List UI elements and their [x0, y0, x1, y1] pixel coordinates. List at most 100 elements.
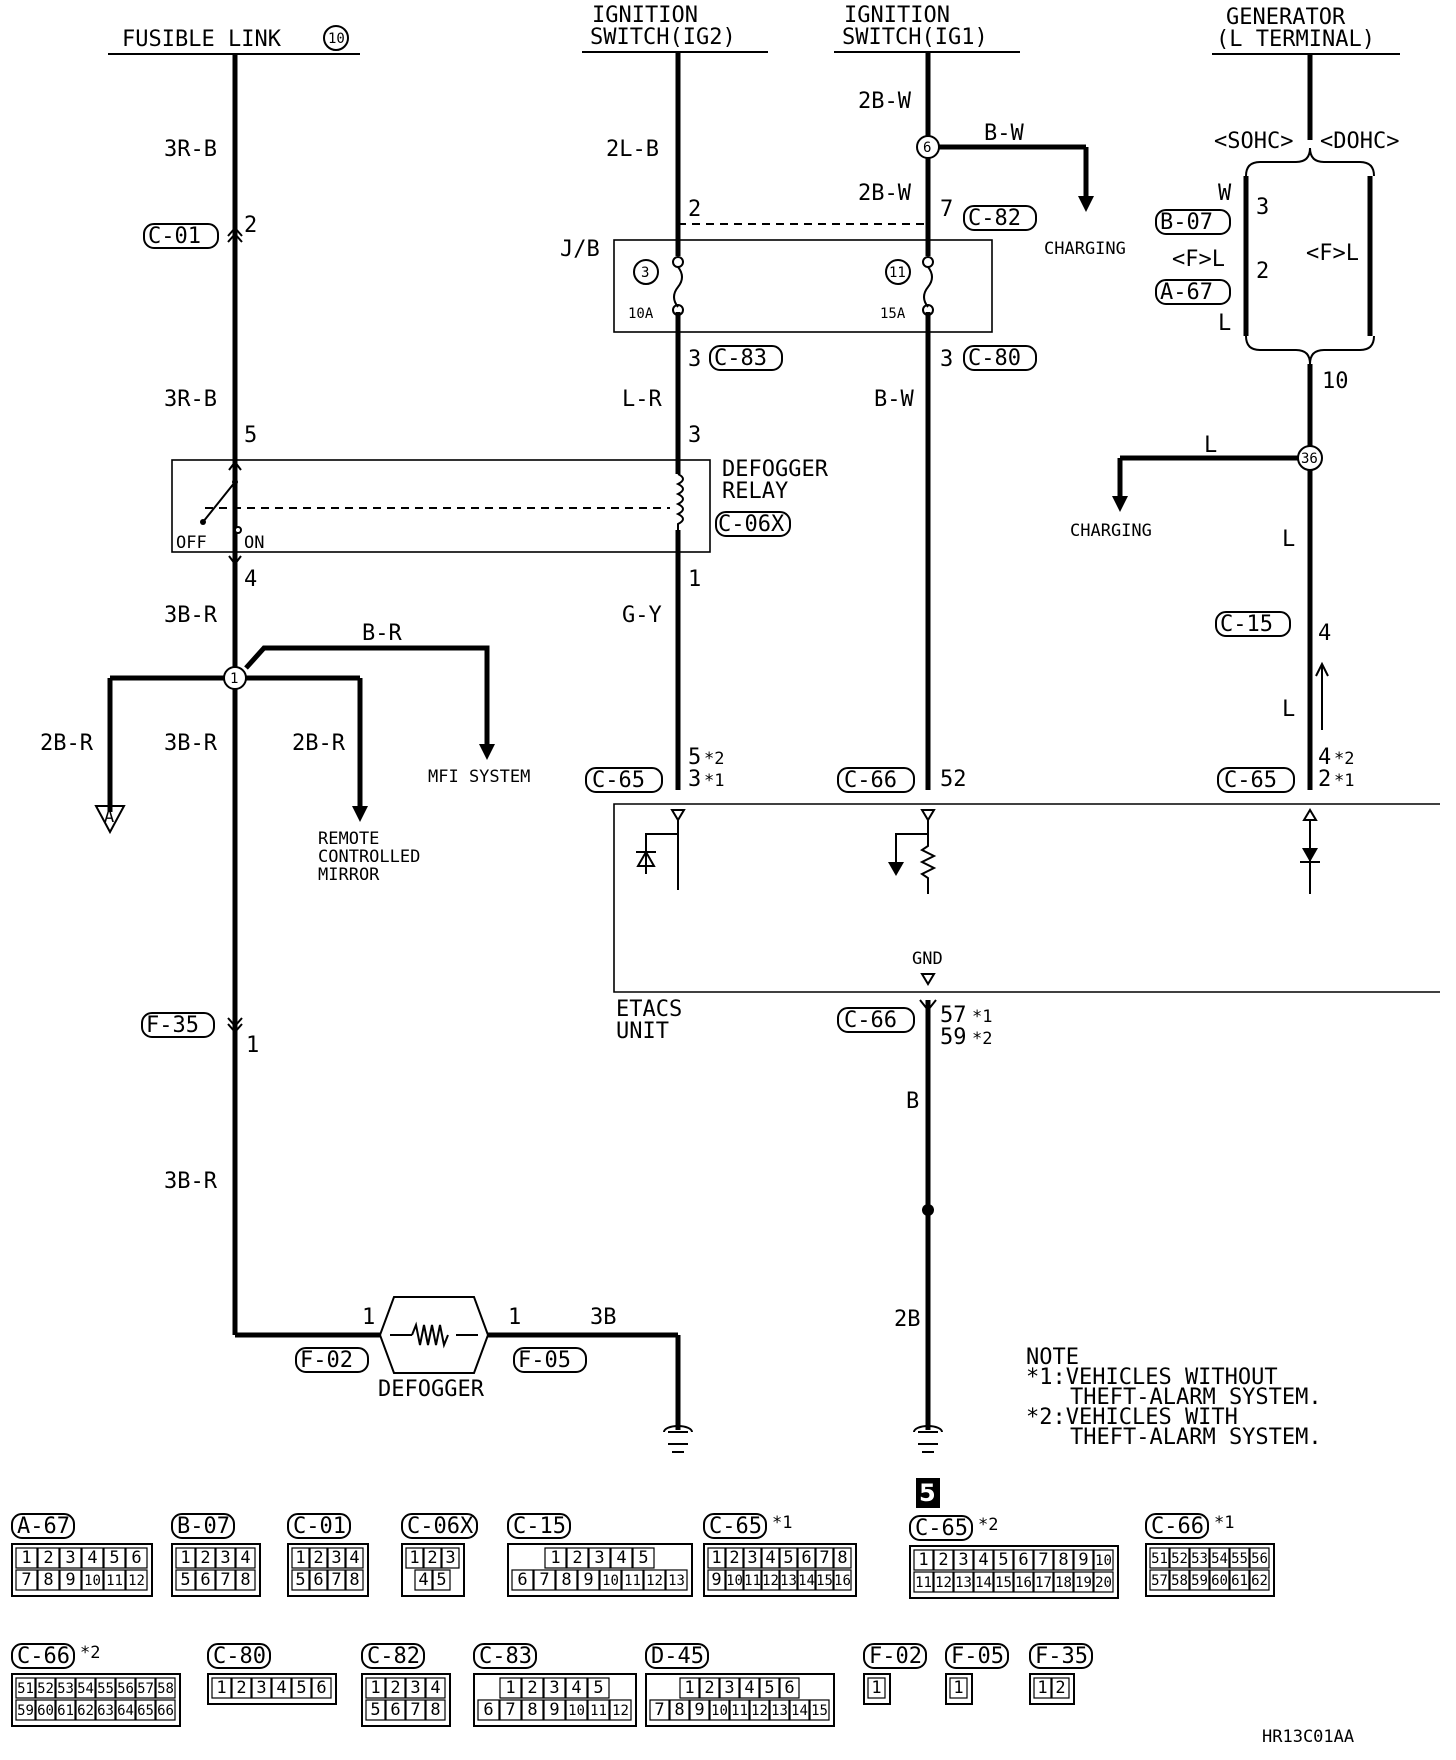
- relay-switch-arm: [202, 481, 236, 523]
- legend-pin-cell: [565, 1699, 588, 1721]
- wire-label-3br-a: 3B-R: [164, 603, 218, 628]
- legend-pin-number: 7: [654, 1700, 664, 1720]
- legend-label: C-66: [1151, 1514, 1204, 1539]
- legend-pin-number: 2: [390, 1678, 400, 1698]
- pin-c65b-2: 2: [1318, 767, 1331, 792]
- conn-c80-pill: [963, 345, 1037, 371]
- pin-c65a-1: 5: [688, 745, 701, 770]
- legend-pin-number: 4: [765, 1548, 775, 1568]
- legend-pin-cell: [155, 1699, 176, 1721]
- pin-c66b-59-mark: *2: [972, 1029, 992, 1049]
- gen-brace-bottom: [1245, 335, 1375, 365]
- junction-block-box: [613, 239, 993, 333]
- legend-pin-cell: [759, 1677, 780, 1699]
- legend-pin-number: 7: [505, 1700, 515, 1720]
- pin-c15-4: 4: [1318, 621, 1331, 646]
- legend-pin-cell: [993, 1571, 1014, 1593]
- junction-36: [1297, 445, 1323, 471]
- legend-housing: [11, 1673, 181, 1727]
- legend-pin-number: 7: [1038, 1550, 1048, 1570]
- legend-pin-number: 1: [180, 1548, 190, 1568]
- legend-pin-number: 4: [87, 1548, 97, 1568]
- legend-pin-number: 61: [1231, 1573, 1248, 1589]
- legend-pin-cell: [499, 1677, 522, 1699]
- legend-pin-cell: [743, 1547, 762, 1569]
- legend-pin-cell: [115, 1677, 136, 1699]
- legend-pin-cell: [815, 1547, 834, 1569]
- legend-pin-cell: [1051, 1677, 1070, 1699]
- legend-pin-cell: [499, 1699, 522, 1721]
- legend-pin-cell: [973, 1571, 994, 1593]
- legend-pin-cell: [679, 1677, 700, 1699]
- legend-pin-cell: [533, 1569, 556, 1591]
- legend-pin-number: 54: [1211, 1551, 1228, 1567]
- legend-pin-number: 5: [296, 1678, 306, 1698]
- legend-f02: F-021: [863, 1643, 927, 1705]
- legend-pin-cell: [345, 1569, 364, 1591]
- etacs-pin-gen: [1302, 808, 1318, 821]
- conn-f05-label: F-05: [518, 1348, 571, 1373]
- ig2-label-line1: IGNITION: [592, 3, 698, 28]
- legend-pin-cell: [235, 1547, 256, 1569]
- legend-pin-number: 2: [427, 1548, 437, 1568]
- legend-pin-cell: [175, 1547, 196, 1569]
- legend-pin-cell: [115, 1699, 136, 1721]
- legend-pin-cell: [521, 1677, 544, 1699]
- pin-f35-1: 1: [246, 1033, 259, 1058]
- relay-on-label: ON: [244, 533, 264, 553]
- wire-label-3rb-b: 3R-B: [164, 387, 217, 412]
- dohc-label: <DOHC>: [1320, 129, 1399, 154]
- legend-pin-number: 57: [1151, 1573, 1168, 1589]
- legend-housing: [863, 1673, 891, 1705]
- ground-ref-box: [916, 1478, 940, 1508]
- legend-pin-cell: [15, 1569, 38, 1591]
- legend-pin-cell: [779, 1677, 800, 1699]
- legend-housing: [287, 1543, 369, 1597]
- legend-pin-cell: [761, 1547, 780, 1569]
- conn-c82-label: C-82: [968, 206, 1021, 231]
- legend-pin-number: 51: [1151, 1551, 1168, 1567]
- legend-pin-cell: [291, 1677, 312, 1699]
- legend-pin-cell: [543, 1677, 566, 1699]
- legend-pin-number: 61: [57, 1703, 74, 1719]
- legend-pin-number: 5: [998, 1550, 1008, 1570]
- conn-c66a-pill: [837, 767, 915, 793]
- legend-pin-number: 11: [590, 1703, 607, 1719]
- wire-label-gy: G-Y: [622, 603, 662, 628]
- legend-pin-cell: [665, 1569, 688, 1591]
- legend-pin-number: 10: [1095, 1553, 1112, 1569]
- legend-pin-number: 6: [483, 1700, 493, 1720]
- legend-label-pill: [507, 1513, 571, 1539]
- legend-pin-cell: [95, 1699, 116, 1721]
- legend-label: D-45: [651, 1644, 704, 1669]
- legend-housing: [401, 1543, 465, 1597]
- legend-pin-cell: [739, 1677, 760, 1699]
- legend-pin-cell: [632, 1547, 655, 1569]
- fuse-3-circle: [633, 259, 659, 285]
- legend-pin-number: 1: [505, 1678, 515, 1698]
- legend-pin-cell: [103, 1547, 126, 1569]
- wire-label-bw-branch: B-W: [984, 121, 1024, 146]
- figure-id: HR13C01AA: [1262, 1727, 1354, 1747]
- wire-label-3rb-a: 3R-B: [164, 137, 217, 162]
- legend-label-pill: [473, 1643, 537, 1669]
- legend-pin-cell: [235, 1569, 256, 1591]
- legend-mark: *1: [772, 1513, 792, 1533]
- legend-pin-number: 1: [711, 1548, 721, 1568]
- legend-pin-cell: [761, 1569, 780, 1591]
- legend-pin-number: 10: [84, 1573, 101, 1589]
- legend-pin-number: 1: [871, 1678, 881, 1698]
- legend-pin-number: 64: [117, 1703, 134, 1719]
- legend-pin-cell: [1053, 1571, 1074, 1593]
- gen-brace-top: [1245, 147, 1375, 177]
- arrow-charging-a: [1078, 196, 1094, 212]
- wire-label-3br-b: 3B-R: [164, 731, 218, 756]
- legend-pin-cell: [587, 1699, 610, 1721]
- legend-pin-cell: [779, 1569, 798, 1591]
- legend-pin-cell: [1229, 1547, 1250, 1569]
- conn-f02-pill: [295, 1347, 369, 1373]
- conn-c06x-pill: [715, 511, 791, 537]
- gnd-label: GND: [912, 949, 943, 969]
